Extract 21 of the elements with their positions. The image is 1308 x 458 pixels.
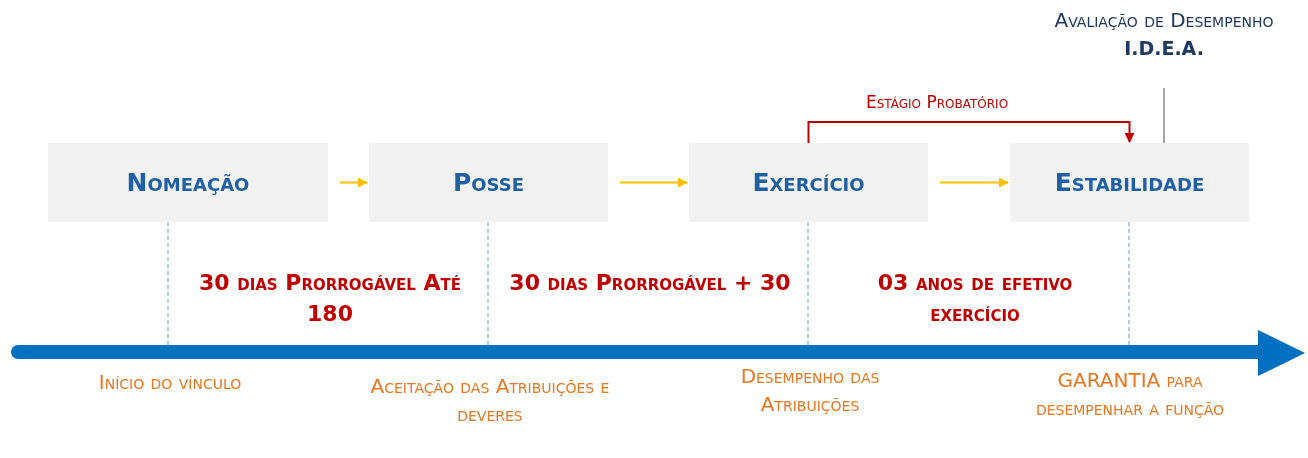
stage-box [48,143,328,222]
heading: Avaliação de Desempenho [1054,7,1274,34]
duration-label: 30 dias Prorrogável + 30 [508,269,792,297]
stage-box [689,143,928,222]
stage-title: Posse [452,168,524,197]
stage-title: Exercício [752,168,865,197]
arrow [807,121,1135,144]
stage-title: Estabilidade [1054,168,1205,197]
description-label: GARANTIA para desempenhar a função [1034,367,1226,422]
arrow [939,177,1009,188]
duration-label: 03 anos de efetivo exercício [876,269,1074,328]
description-label: Início do vínculo [97,369,243,396]
description-label: Aceitação das Atribuições e deveres [369,373,611,428]
arrow [619,177,688,188]
stage-box [369,143,608,222]
stage-title: Nomeação [126,168,250,197]
stage-box [1010,143,1249,222]
arrow [339,177,368,188]
description-label: Desempenho das Atribuições [739,363,881,418]
duration-label: 30 dias Prorrogável Até 180 [197,269,463,328]
acronym: I.D.E.A. [1124,36,1204,61]
